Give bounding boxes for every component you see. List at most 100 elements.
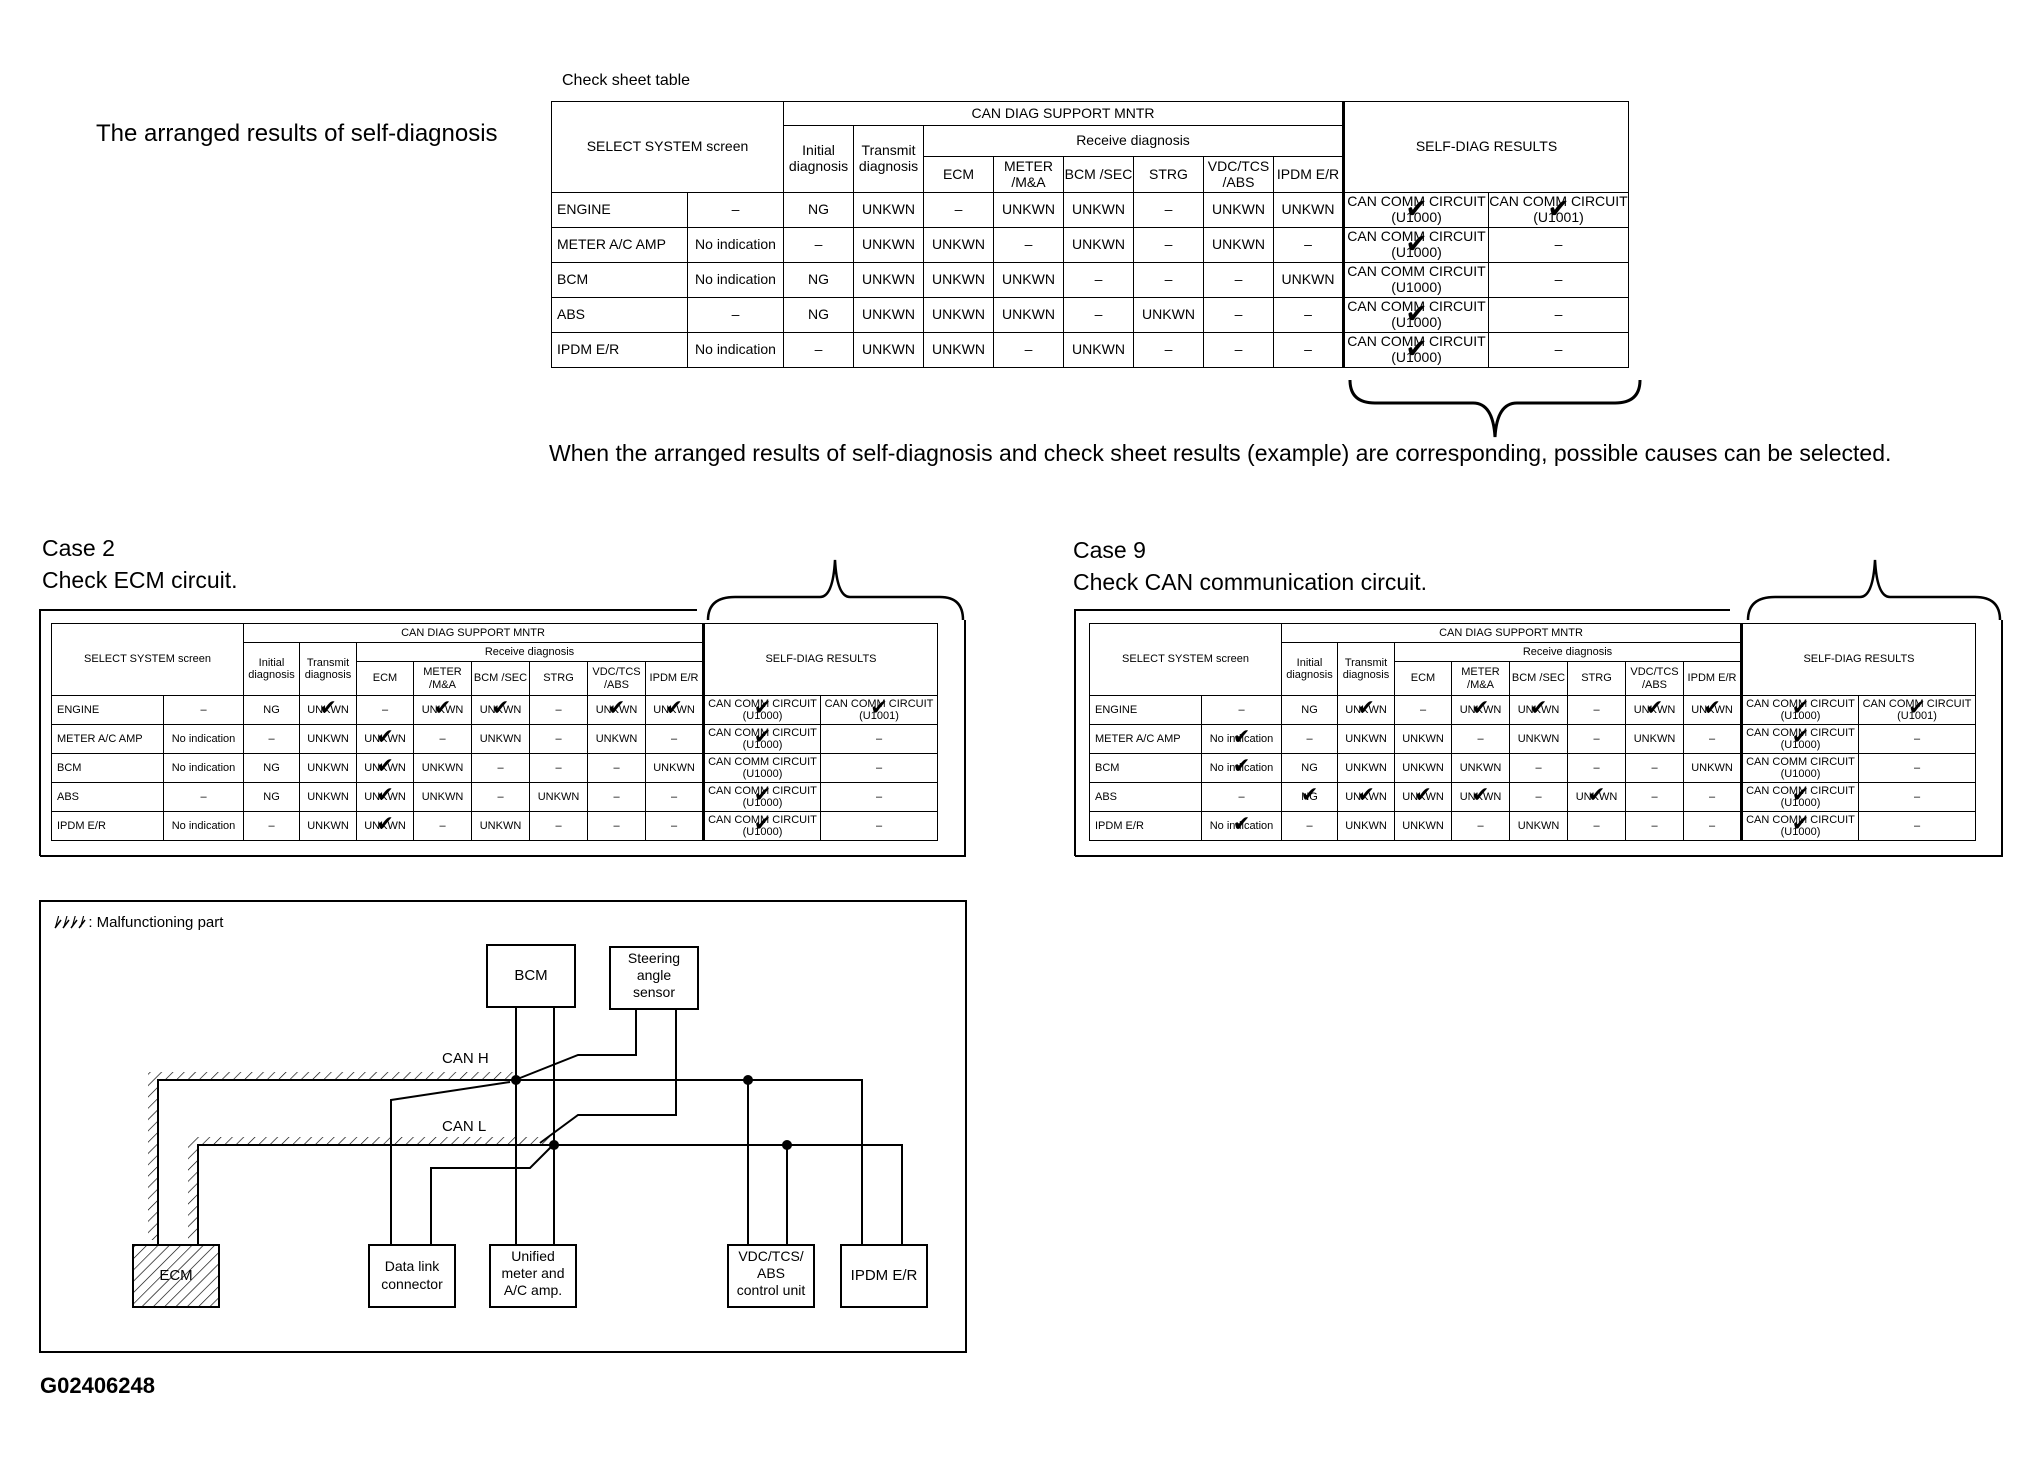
malfunction-hatch-can-h — [148, 1072, 516, 1240]
row-diag-cell: – — [645, 724, 704, 754]
can-h-label: CAN H — [442, 1050, 489, 1067]
row-select-status: – — [1201, 695, 1282, 725]
table-row: ABS–✔NG✔UNKWN✔UNKWN✔UNKWN–✔UNKWN––✔CAN C… — [1089, 782, 1976, 812]
cell-text: CAN COMM CIRCUIT (U1000) — [1746, 813, 1855, 838]
row-select-status: – — [163, 782, 244, 812]
cell-text: No indication — [1209, 819, 1274, 832]
row-self-diag-2: – — [1858, 811, 1976, 841]
row-select-status: – — [1201, 782, 1282, 812]
unified-meter-box — [489, 1244, 577, 1308]
row-self-diag-1: ✔CAN COMM CIRCUIT (U1000) — [1740, 811, 1859, 841]
header-initial-diagnosis: Initial diagnosis — [1281, 642, 1338, 696]
row-diag-cell: UNKWN — [923, 227, 994, 263]
cell-text: CAN COMM CIRCUIT (U1000) — [1347, 298, 1486, 330]
cell-text: CAN COMM CIRCUIT (U1000) — [1347, 193, 1486, 225]
row-diag-cell: UNKWN — [853, 332, 924, 368]
row-self-diag-1: CAN COMM CIRCUIT (U1000) — [1740, 753, 1859, 783]
row-system-name: IPDM E/R — [1089, 811, 1202, 841]
row-diag-cell: UNKWN — [1133, 297, 1204, 333]
row-diag-cell: – — [1133, 332, 1204, 368]
row-diag-cell: – — [1273, 227, 1344, 263]
row-diag-cell: – — [1203, 332, 1274, 368]
header-select-system: SELECT SYSTEM screen — [1089, 623, 1282, 696]
cell-text: CAN COMM CIRCUIT (U1000) — [708, 813, 817, 838]
cell-text: CAN COMM CIRCUIT (U1001) — [824, 697, 934, 722]
header-strg: STRG — [529, 661, 588, 696]
cell-text: UNKWN — [1345, 703, 1387, 716]
row-diag-cell: UNKWN — [1063, 192, 1134, 228]
case2-subtitle: Check ECM circuit. — [42, 567, 238, 593]
header-can-diag-support: CAN DIAG SUPPORT MNTR — [783, 101, 1344, 126]
row-system-name: ENGINE — [51, 695, 164, 725]
row-self-diag-1: CAN COMM CIRCUIT (U1000) — [1342, 262, 1489, 298]
row-diag-cell: UNKWN — [1337, 724, 1395, 754]
can-l-line — [197, 1144, 903, 1245]
header-self-diag-results: SELF-DIAG RESULTS — [1740, 623, 1976, 696]
row-system-name: IPDM E/R — [51, 811, 164, 841]
row-self-diag-2: – — [820, 724, 938, 754]
header-can-diag-support: CAN DIAG SUPPORT MNTR — [1281, 623, 1742, 643]
row-select-status: ✔No indication — [1201, 724, 1282, 754]
row-diag-cell: – — [1281, 811, 1338, 841]
row-diag-cell: UNKWN — [529, 782, 588, 812]
row-diag-cell: – — [1567, 753, 1626, 783]
row-diag-cell: UNKWN — [1063, 332, 1134, 368]
header-initial-diagnosis: Initial diagnosis — [243, 642, 300, 696]
header-meter: METER /M&A — [413, 661, 472, 696]
case9-frame — [1074, 559, 2003, 857]
row-diag-cell: – — [413, 724, 472, 754]
header-bcm: BCM /SEC — [1063, 156, 1134, 193]
cell-text: CAN COMM CIRCUIT (U1000) — [708, 697, 817, 722]
row-diag-cell: – — [529, 695, 588, 725]
ipdm-box — [840, 1244, 928, 1308]
header-bcm: BCM /SEC — [1509, 661, 1568, 696]
cell-text: CAN COMM CIRCUIT (U1000) — [708, 784, 817, 809]
row-diag-cell: – — [1509, 753, 1568, 783]
row-self-diag-2: – — [1488, 332, 1629, 368]
row-self-diag-2: – — [820, 782, 938, 812]
row-diag-cell: – — [1567, 695, 1626, 725]
row-select-status: No indication — [687, 227, 784, 263]
row-select-status: No indication — [687, 332, 784, 368]
row-diag-cell: – — [587, 753, 646, 783]
row-select-status: No indication — [687, 262, 784, 298]
row-diag-cell: UNKWN — [1337, 753, 1395, 783]
can-l-label: CAN L — [442, 1118, 487, 1135]
row-diag-cell: NG — [783, 262, 854, 298]
row-system-name: ABS — [551, 297, 688, 333]
figure-id: G02406248 — [40, 1373, 155, 1398]
cell-text: CAN COMM CIRCUIT (U1001) — [1489, 193, 1628, 225]
steering-sensor-box — [609, 946, 699, 1010]
row-diag-cell: – — [1063, 262, 1134, 298]
ipdm-label: IPDM E/R — [850, 1267, 918, 1284]
cell-text: UNKWN — [364, 732, 406, 745]
vdc-control-unit-box — [727, 1244, 815, 1308]
row-diag-cell: – — [645, 811, 704, 841]
header-meter: METER /M&A — [1451, 661, 1510, 696]
row-diag-cell: – — [923, 192, 994, 228]
row-diag-cell: NG — [783, 297, 854, 333]
cell-text: CAN COMM CIRCUIT (U1001) — [1862, 697, 1972, 722]
cell-text: UNKWN — [1345, 790, 1387, 803]
row-diag-cell: NG — [243, 695, 300, 725]
row-self-diag-2: – — [820, 811, 938, 841]
cell-text: CAN COMM CIRCUIT (U1000) — [1347, 228, 1486, 260]
row-diag-cell: UNKWN — [1394, 811, 1452, 841]
row-diag-cell: UNKWN — [587, 724, 646, 754]
row-self-diag-1: ✔CAN COMM CIRCUIT (U1000) — [702, 724, 821, 754]
cell-text: UNKWN — [364, 790, 406, 803]
row-diag-cell: UNKWN — [853, 262, 924, 298]
row-diag-cell: UNKWN — [1337, 811, 1395, 841]
row-diag-cell: UNKWN — [1683, 753, 1742, 783]
